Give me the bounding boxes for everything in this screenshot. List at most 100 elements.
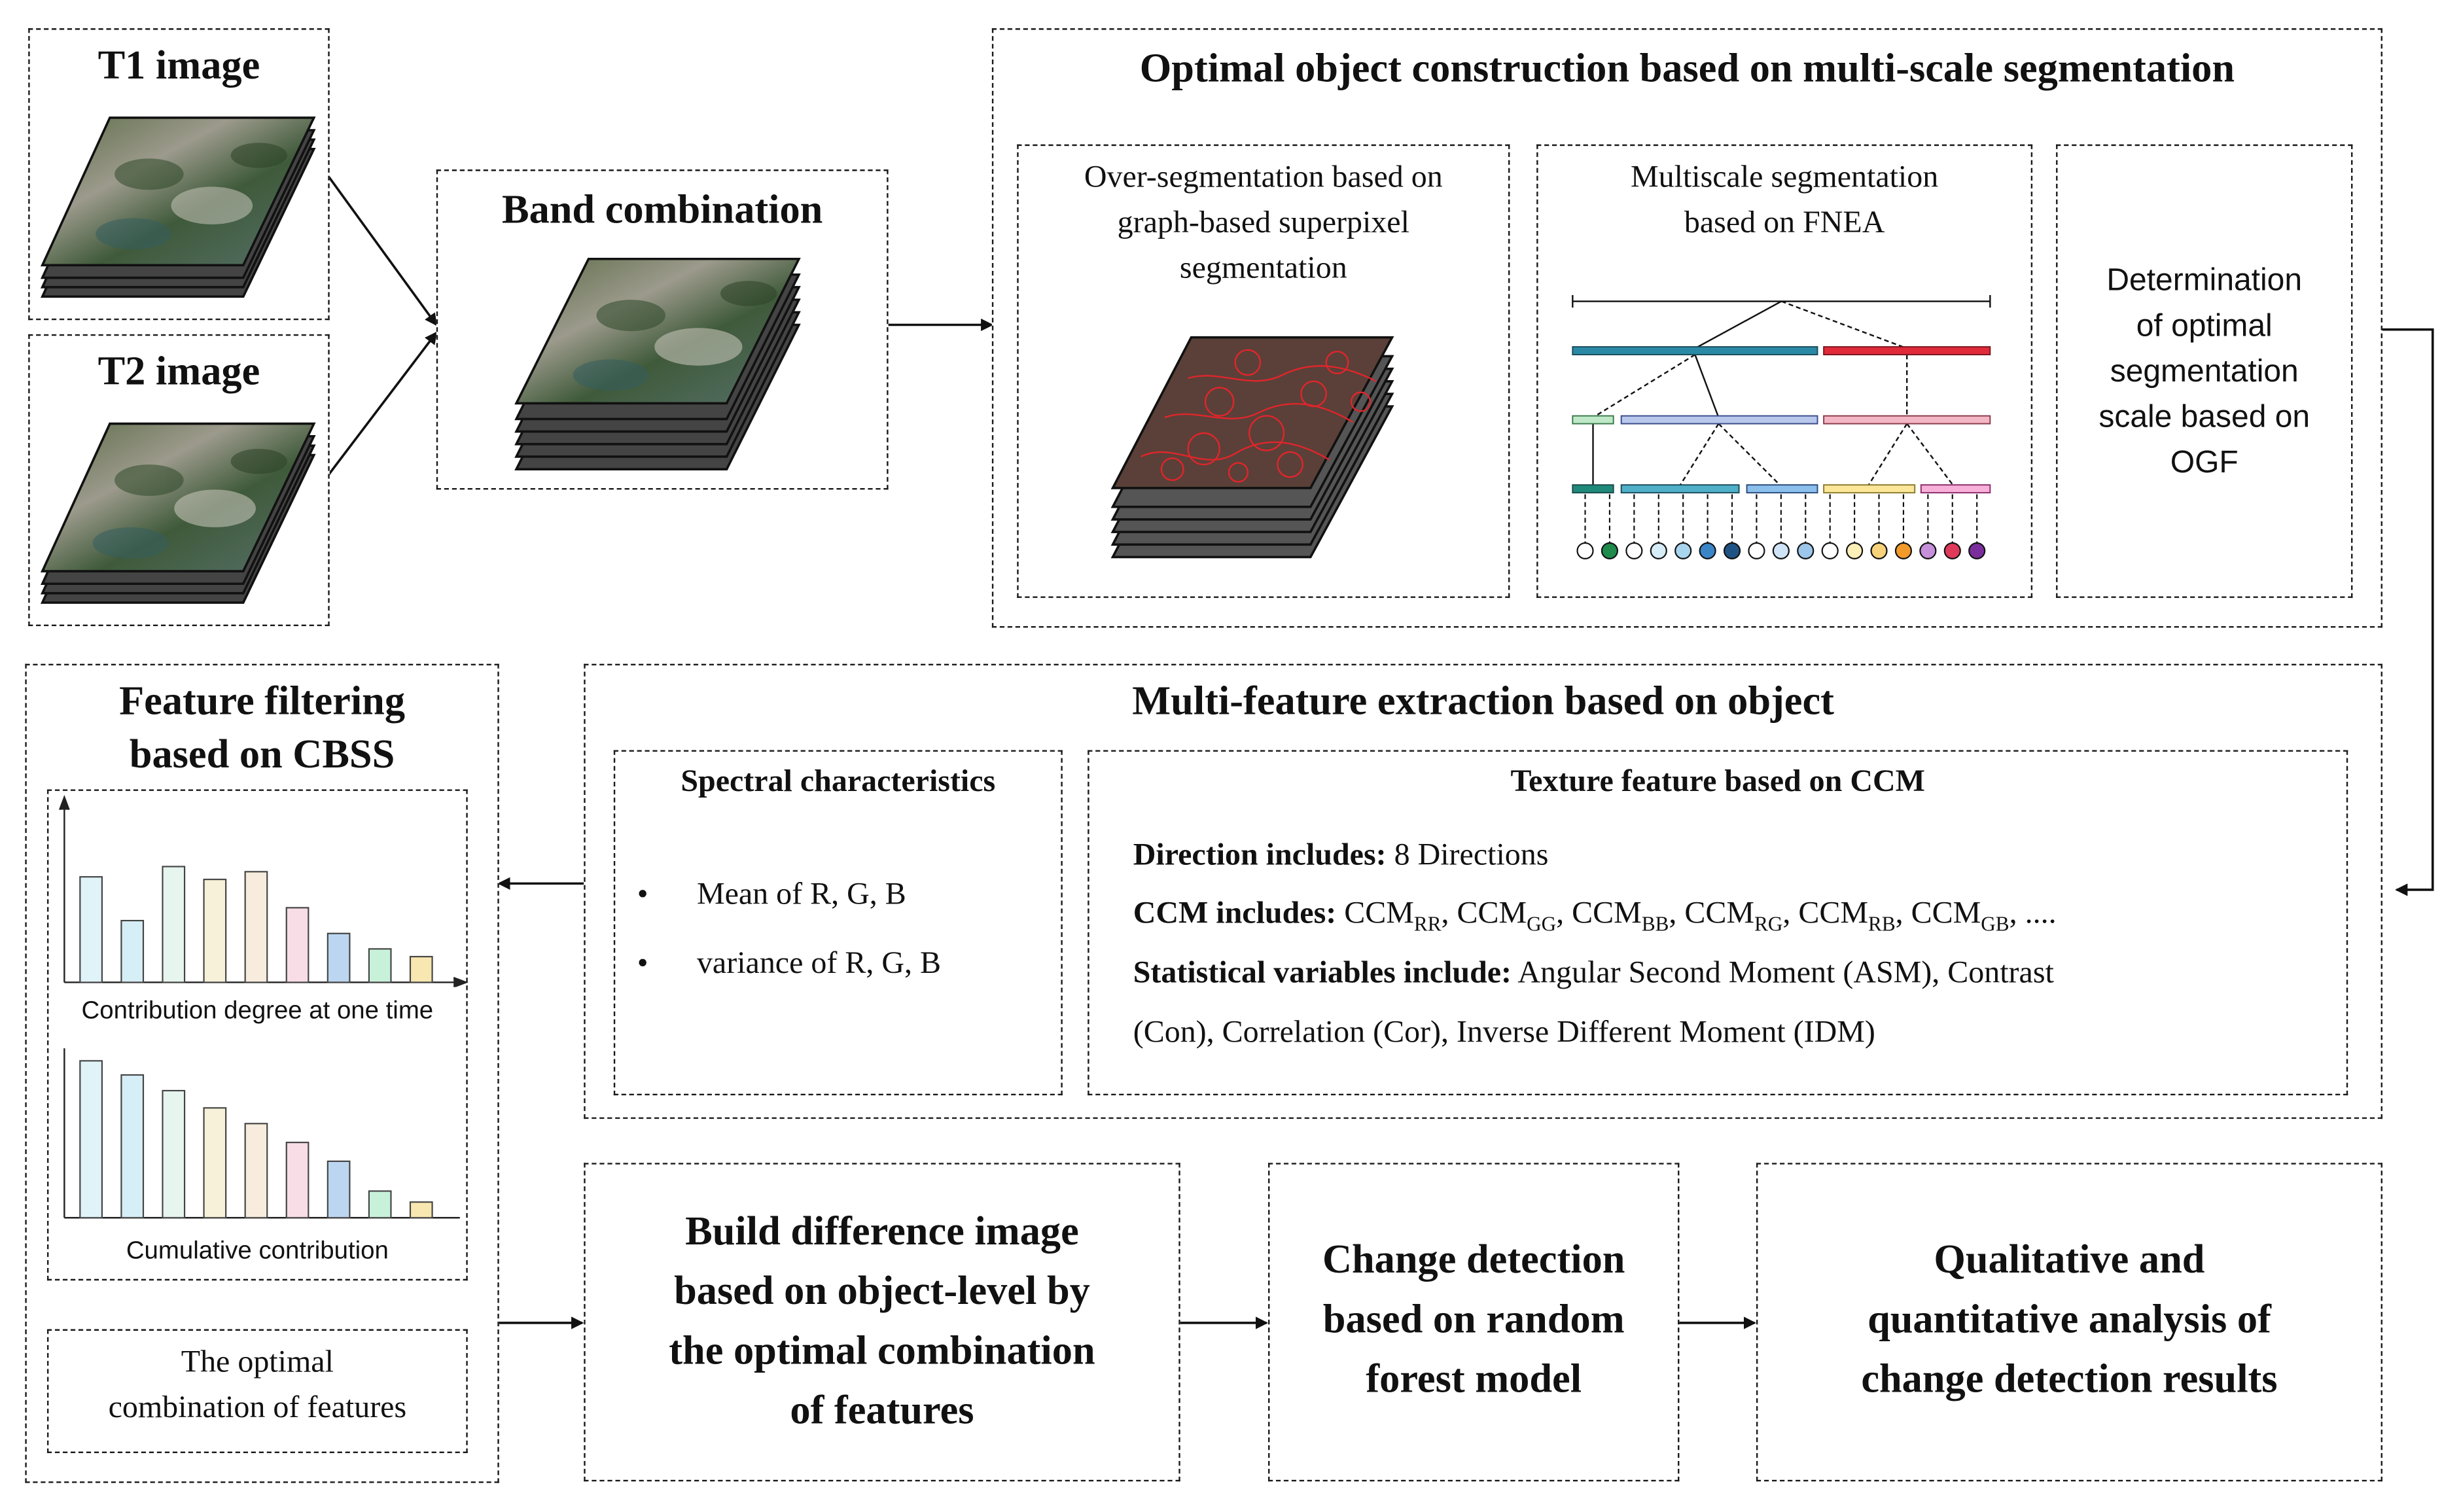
band-image-stack	[514, 257, 801, 470]
tree-leaf-node	[1723, 542, 1741, 559]
chart-bar	[327, 932, 351, 983]
determination-line-3: segmentation	[2110, 355, 2299, 389]
filter-title-line-1: Feature filtering	[119, 678, 406, 724]
spectral-item-2: variance of R, G, B	[696, 946, 941, 981]
chart-bar	[203, 1107, 227, 1219]
build-line-3: the optimal combination	[669, 1327, 1095, 1373]
build-line-4: of features	[790, 1387, 974, 1433]
multiscale-segmentation-box: Multiscale segmentation based on FNEA	[1536, 144, 2033, 598]
tree-leaf-node	[1674, 542, 1692, 559]
qualitative-analysis-box: Qualitative and quantitative analysis of…	[1756, 1163, 2382, 1482]
tree-leaf-node	[1968, 542, 1986, 559]
ccm-item: CCMRR	[1344, 896, 1442, 936]
chart-bar	[79, 1060, 103, 1219]
tree-leaf-node	[1748, 542, 1765, 559]
stat-label: Statistical variables include:	[1133, 955, 1512, 991]
chart-bar	[285, 1142, 310, 1219]
qual-line-2: quantitative analysis of	[1868, 1296, 2271, 1342]
chart-bar	[203, 879, 227, 983]
determination-line-1: Determination	[2106, 263, 2303, 298]
superpixel-image-stack	[1110, 336, 1394, 559]
change-line-3: forest model	[1366, 1356, 1582, 1401]
cbss-charts-box: Contribution degree at one time Cumulati…	[46, 789, 469, 1281]
chart1-caption: Contribution degree at one time	[81, 998, 434, 1025]
chart-bar	[409, 1201, 433, 1219]
tree-leaf-node	[1625, 542, 1643, 559]
stat-text-1: Angular Second Moment (ASM), Contrast	[1512, 955, 2054, 991]
texture-title: Texture feature based on CCM	[1510, 764, 1925, 799]
spectral-bullet-2: •	[637, 946, 648, 981]
ccm-label: CCM includes:	[1133, 896, 1337, 931]
stat-line-2: (Con), Correlation (Cor), Inverse Differ…	[1133, 1015, 1875, 1050]
tree-leaf-node	[1699, 542, 1716, 559]
spectral-bullet-1: •	[637, 877, 648, 912]
chart-bar	[120, 919, 145, 983]
tree-leaf-node	[1870, 542, 1888, 559]
determination-line-4: scale based on	[2098, 400, 2311, 435]
filter-title-line-2: based on CBSS	[129, 731, 395, 777]
chart-bar	[162, 1089, 186, 1219]
fnea-hierarchy-tree	[1572, 294, 1991, 559]
over-seg-line-3: segmentation	[1179, 251, 1347, 286]
contribution-chart	[59, 795, 469, 987]
chart2-caption: Cumulative contribution	[126, 1238, 389, 1265]
build-line-2: based on object-level by	[674, 1268, 1090, 1314]
cumulative-chart	[63, 1048, 460, 1219]
tree-leaf-node	[1919, 542, 1937, 559]
tree-leaf-node	[1846, 542, 1864, 559]
spectral-item-1: Mean of R, G, B	[696, 877, 906, 912]
tree-leaf-node	[1797, 542, 1815, 559]
qual-line-3: change detection results	[1861, 1356, 2278, 1401]
ccm-line: CCM includes: CCMRR, CCMGG, CCMBB, CCMRG…	[1133, 896, 2057, 937]
t1-image-box: T1 image	[28, 28, 330, 321]
chart-bar	[327, 1160, 351, 1219]
chart-bar	[79, 876, 103, 983]
chart-bar	[368, 1190, 392, 1219]
t2-image-box: T2 image	[28, 334, 330, 627]
ccm-item: , CCMRB	[1782, 896, 1896, 936]
tree-leaf-node	[1650, 542, 1667, 559]
optimal-combination-box: The optimal combination of features	[46, 1329, 468, 1454]
chart-bar	[120, 1074, 145, 1219]
tree-leaf-node	[1772, 542, 1790, 559]
multiscale-line-1: Multiscale segmentation	[1630, 160, 1939, 195]
optimal-combination-line-1: The optimal	[181, 1345, 334, 1380]
ccm-tail: , ....	[2009, 896, 2057, 931]
t1-title: T1 image	[97, 42, 260, 88]
ccm-item: , CCMRG	[1669, 896, 1783, 936]
tree-leaf-node	[1894, 542, 1913, 559]
optimal-combination-line-2: combination of features	[108, 1390, 407, 1425]
t1-image-stack	[40, 116, 316, 298]
ccm-item: , CCMBB	[1556, 896, 1669, 936]
tree-leaf-node	[1943, 542, 1961, 559]
ccm-items: CCMRR, CCMGG, CCMBB, CCMRG, CCMRB, CCMGB	[1344, 896, 2009, 936]
over-segmentation-box: Over-segmentation based on graph-based s…	[1017, 144, 1510, 598]
over-seg-line-1: Over-segmentation based on	[1084, 160, 1443, 195]
build-line-1: Build difference image	[685, 1208, 1079, 1254]
change-detection-box: Change detection based on random forest …	[1268, 1163, 1680, 1482]
t2-title: T2 image	[97, 348, 260, 395]
direction-line: Direction includes: 8 Directions	[1133, 838, 1549, 874]
t2-image-stack	[40, 422, 316, 604]
qual-line-1: Qualitative and	[1934, 1237, 2205, 1282]
ccm-item: , CCMGG	[1441, 896, 1557, 936]
determination-line-2: of optimal	[2136, 309, 2273, 344]
chart-bar	[162, 866, 186, 983]
multiscale-line-2: based on FNEA	[1684, 205, 1885, 240]
band-combination-box: Band combination	[436, 169, 889, 490]
direction-label: Direction includes:	[1133, 837, 1387, 873]
chart-bar	[368, 948, 392, 983]
stat-line-1: Statistical variables include: Angular S…	[1133, 956, 2054, 992]
multi-feature-title: Multi-feature extraction based on object	[1132, 678, 1834, 724]
chart-bar	[244, 1123, 268, 1219]
determination-line-5: OGF	[2170, 446, 2239, 480]
spectral-box: Spectral characteristics • Mean of R, G,…	[613, 750, 1063, 1096]
build-difference-box: Build difference image based on object-l…	[584, 1163, 1180, 1482]
over-seg-line-2: graph-based superpixel	[1117, 205, 1409, 240]
change-line-1: Change detection	[1322, 1237, 1625, 1282]
tree-leaf-node	[1821, 542, 1839, 559]
tree-leaf-node	[1576, 542, 1594, 559]
spectral-title: Spectral characteristics	[681, 764, 996, 799]
chart-bar	[409, 956, 433, 983]
texture-box: Texture feature based on CCM Direction i…	[1088, 750, 2348, 1096]
